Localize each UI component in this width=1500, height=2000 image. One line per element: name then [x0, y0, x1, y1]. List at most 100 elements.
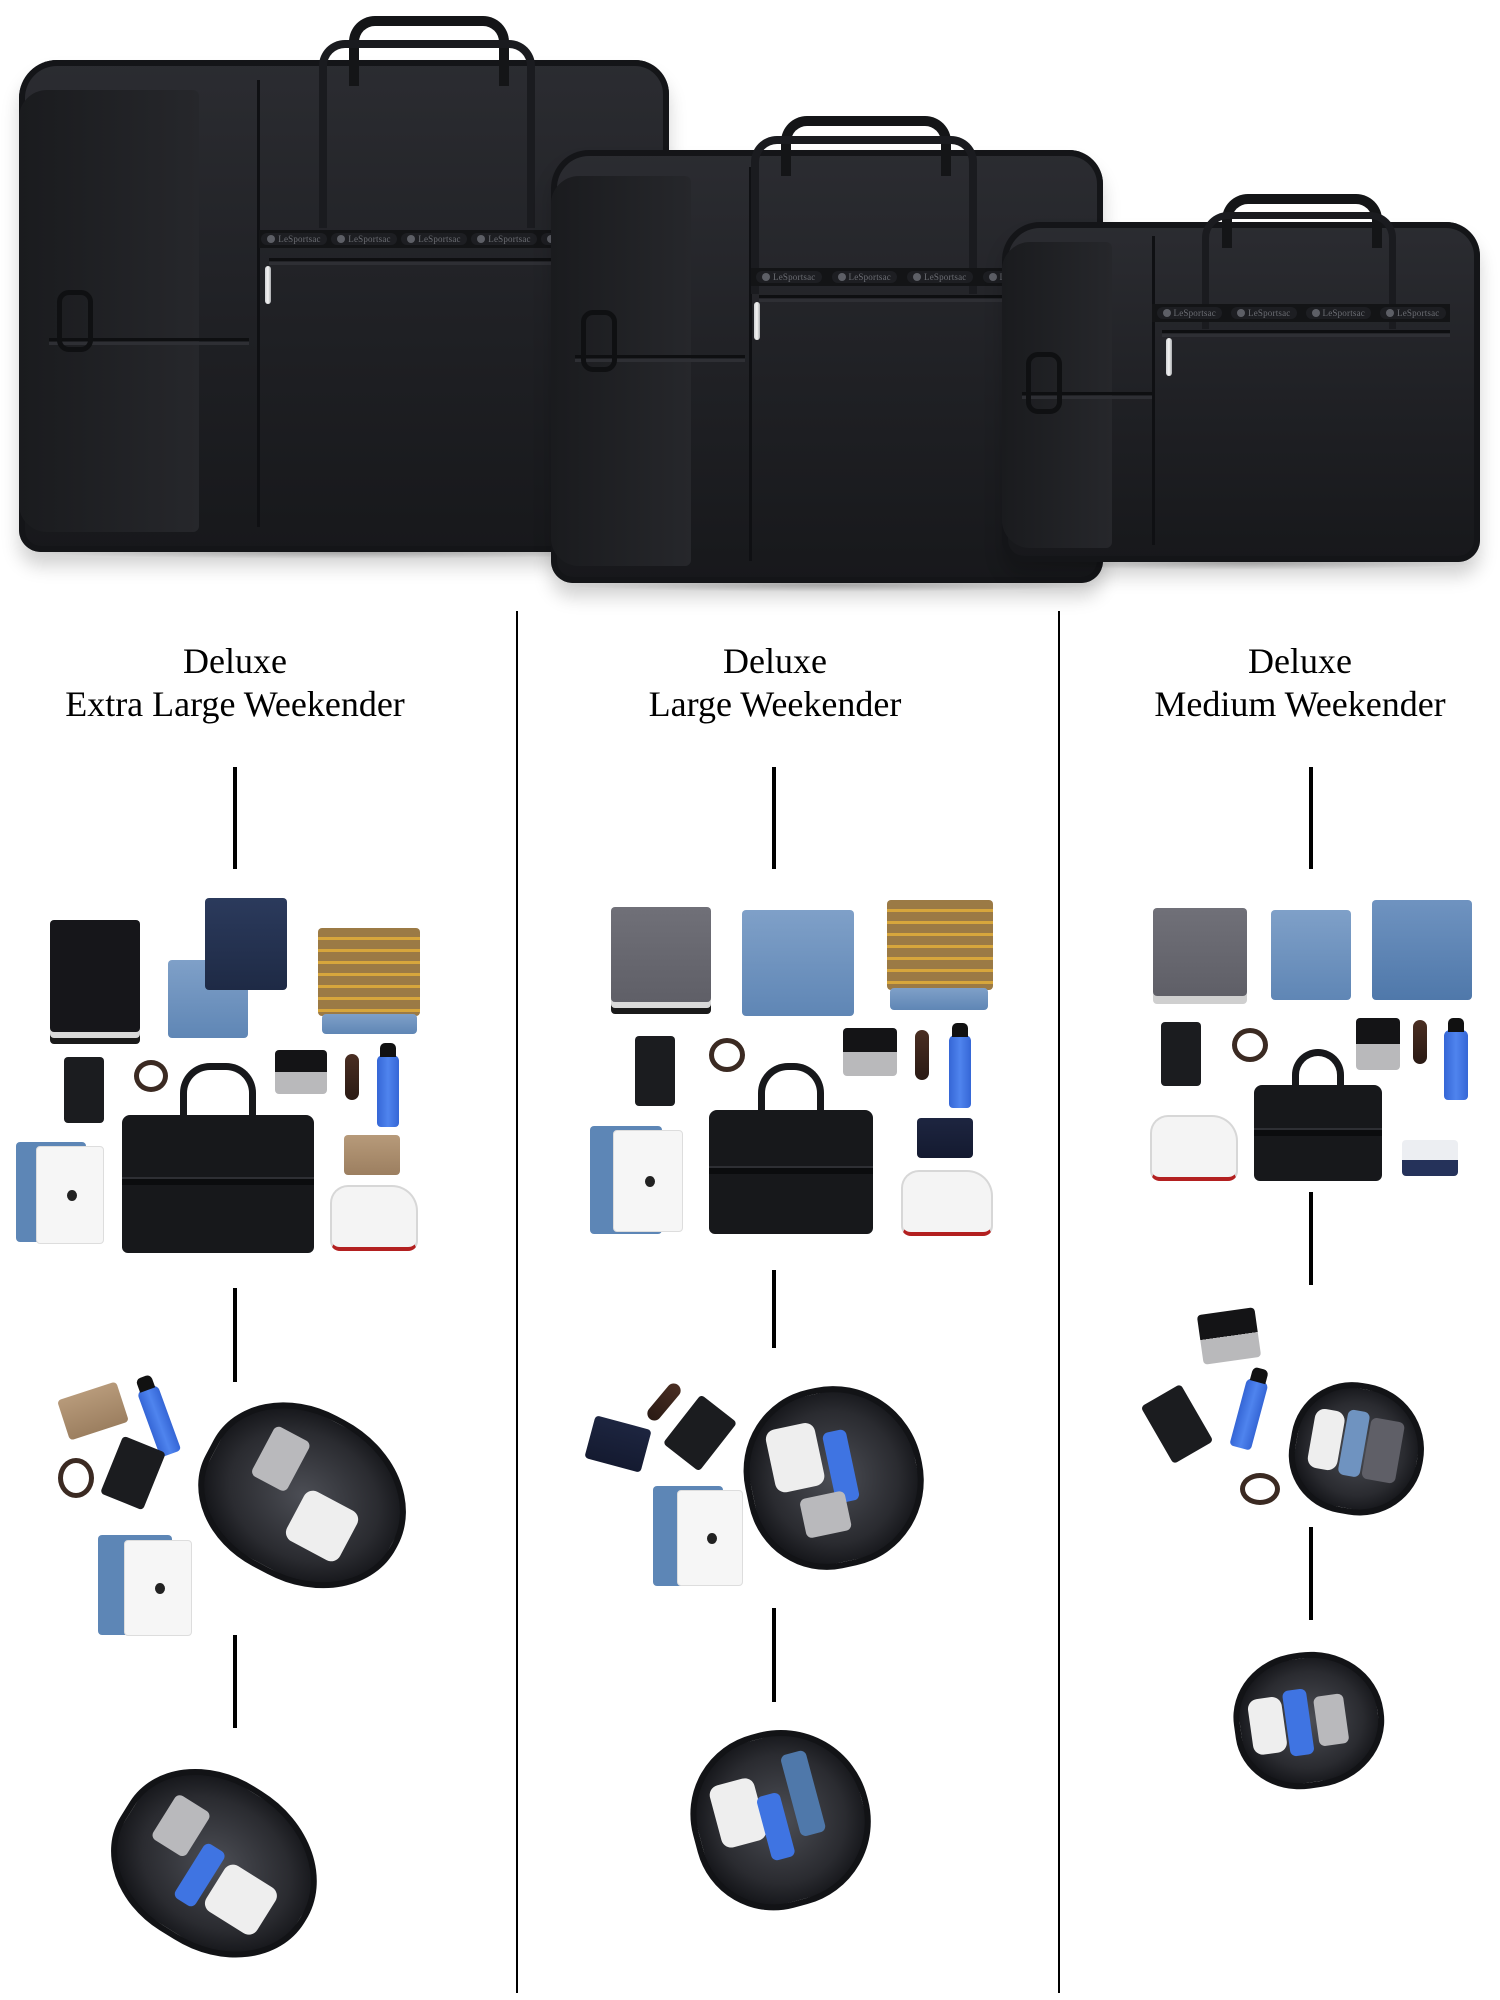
denim-under-sweater [322, 1014, 417, 1034]
packed-bag-top-view [671, 1709, 891, 1929]
bag-handle [1202, 212, 1396, 329]
jeans [1271, 910, 1351, 1000]
step-connector [1309, 1527, 1313, 1620]
step-connector [772, 1270, 776, 1348]
step-connector [233, 767, 237, 869]
side-zipper [575, 355, 745, 358]
front-zipper [1162, 330, 1450, 333]
packed-bottle [1281, 1688, 1315, 1757]
belt [58, 1458, 94, 1498]
bag-side-panel [19, 89, 199, 533]
laptop [36, 1146, 104, 1244]
zip-pouch [57, 1381, 129, 1441]
sneakers [901, 1170, 993, 1236]
xl-fully-packed [80, 1734, 352, 1994]
column-divider [1058, 611, 1060, 1993]
notebook [635, 1036, 675, 1106]
zipper-pull-icon [754, 302, 760, 340]
folded-clothes [249, 1424, 312, 1493]
side-zipper [1022, 392, 1152, 395]
folded-clothes [798, 1490, 853, 1539]
large-packing-in-progress [517, 1360, 1060, 1600]
sunglasses [915, 1030, 929, 1080]
brand-logo: LeSportsac [831, 271, 897, 283]
zip-pouch [584, 1415, 652, 1473]
notebook [64, 1057, 104, 1123]
title-line-deluxe: Deluxe [723, 641, 827, 681]
title-line-model: Medium Weekender [1154, 684, 1446, 724]
column-divider [516, 611, 518, 1993]
packed-sneakers [282, 1487, 362, 1565]
belt [709, 1038, 745, 1072]
large-contents-flat-lay [517, 880, 1060, 1260]
zip-pouch [917, 1118, 973, 1158]
notebook [1161, 1022, 1201, 1086]
bag-handle [319, 40, 535, 228]
laptop [677, 1490, 743, 1586]
packed-sneakers [1246, 1695, 1289, 1756]
water-bottle [1229, 1377, 1269, 1451]
column-title-large: Deluxe Large Weekender [540, 640, 1010, 726]
denim-under-sweater [890, 988, 988, 1010]
front-zipper [269, 258, 609, 261]
sunglasses [644, 1380, 684, 1424]
medium-contents-flat-lay [1060, 880, 1500, 1181]
belt [1232, 1028, 1268, 1062]
water-bottle [1444, 1018, 1468, 1100]
strap-clip-icon [57, 290, 93, 352]
brand-logo: LeSportsac [401, 233, 467, 245]
title-line-model: Large Weekender [648, 684, 902, 724]
packed-sneakers [764, 1421, 827, 1495]
side-zipper [49, 338, 249, 341]
tshirt-stack [611, 907, 711, 1002]
bag-handle [751, 136, 977, 294]
brand-logo: LeSportsac [471, 233, 537, 245]
belt [1240, 1473, 1280, 1505]
brand-logo: LeSportsac [1231, 307, 1297, 319]
hero-bags-photo: LeSportsac LeSportsac LeSportsac LeSport… [0, 0, 1500, 600]
medium-packing-in-progress [1130, 1305, 1435, 1526]
empty-weekender-bag [122, 1062, 314, 1253]
xl-packing-in-progress [0, 1370, 517, 1640]
laptop [124, 1540, 192, 1636]
water-bottle [949, 1023, 971, 1108]
packed-bag-top-view [1225, 1642, 1393, 1798]
bag-seam [749, 167, 752, 562]
tshirt-stack [50, 920, 140, 1032]
brand-logo: LeSportsac [1380, 307, 1446, 319]
tshirt-stack [1153, 908, 1247, 996]
zipper-pull-icon [1166, 338, 1172, 376]
empty-weekender-bag [1254, 1048, 1382, 1181]
step-connector [772, 767, 776, 869]
jeans [742, 910, 854, 1016]
medium-fully-packed [1225, 1642, 1393, 1798]
notebook [662, 1394, 738, 1472]
title-line-deluxe: Deluxe [183, 641, 287, 681]
socks [1196, 1307, 1262, 1365]
brand-logo: LeSportsac [756, 271, 822, 283]
water-bottle [377, 1043, 399, 1127]
medium-weekender-bag: LeSportsac LeSportsac LeSportsac LeSport… [1002, 194, 1480, 562]
title-line-deluxe: Deluxe [1248, 641, 1352, 681]
strap-clip-icon [1026, 352, 1062, 414]
brand-logo: LeSportsac [907, 271, 973, 283]
sneakers [330, 1185, 418, 1251]
step-connector [233, 1288, 237, 1382]
belt [134, 1060, 168, 1092]
brand-logo: LeSportsac [261, 233, 327, 245]
logo-strip: LeSportsac LeSportsac LeSportsac LeSport… [1152, 304, 1450, 322]
sunglasses [1413, 1020, 1427, 1064]
brand-logo: LeSportsac [1305, 307, 1371, 319]
front-zipper [759, 295, 1053, 298]
zip-pouch [344, 1135, 400, 1175]
open-bag-partially-packed [170, 1370, 438, 1622]
laptop [613, 1130, 683, 1232]
packed-bag-top-view [80, 1734, 352, 1994]
striped-sweater [887, 900, 993, 990]
step-connector [1309, 767, 1313, 869]
open-bag-partially-packed [728, 1369, 940, 1585]
denim-jacket [1372, 900, 1472, 1000]
jeans-dark [205, 898, 287, 990]
brand-logo: LeSportsac [331, 233, 397, 245]
open-bag-partially-packed [1279, 1372, 1435, 1526]
